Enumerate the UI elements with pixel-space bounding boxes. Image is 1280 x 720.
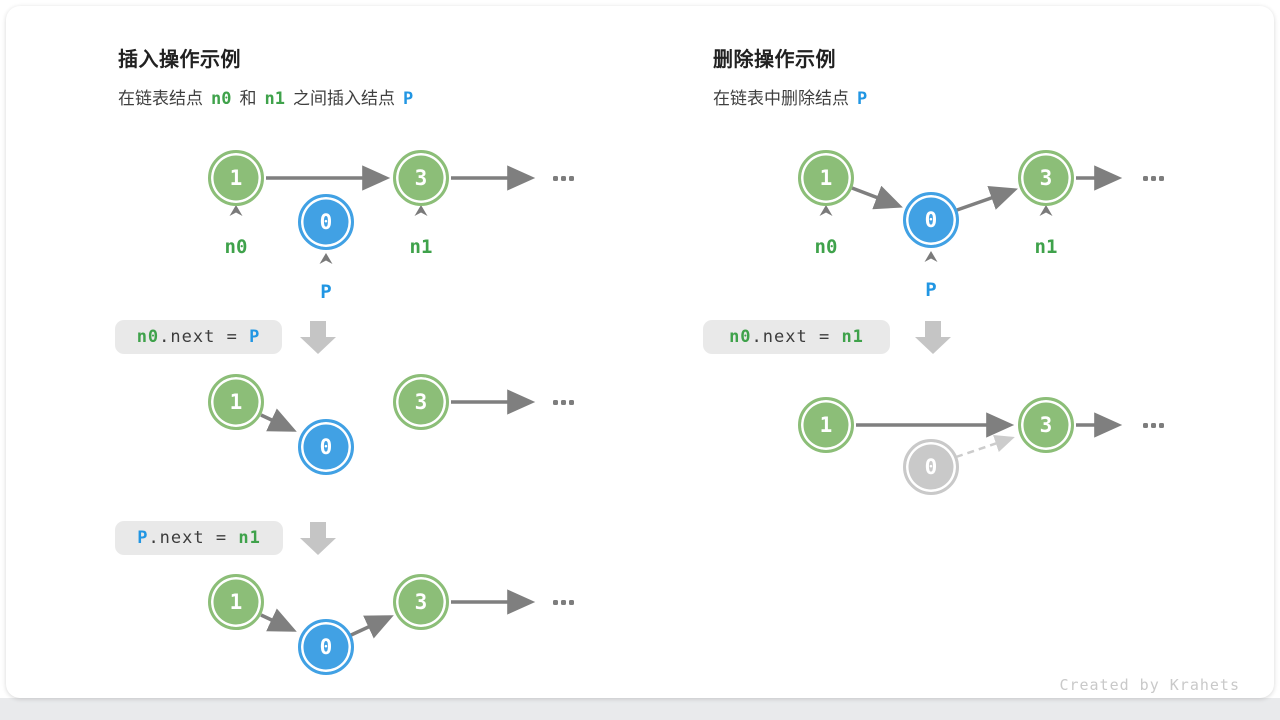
ellipsis-icon (553, 600, 574, 605)
subtitle-token-p: P (402, 89, 414, 109)
code-lhs: n0 (136, 327, 160, 347)
pointer-label-n1: n1 (1034, 236, 1058, 258)
code-lhs: n0 (729, 327, 752, 347)
delete-section-title: 删除操作示例 (713, 49, 836, 71)
pointer-label-n0: n0 (224, 236, 248, 258)
ellipsis-icon (553, 400, 574, 405)
ellipsis-icon (553, 176, 574, 181)
pointer-label-n0: n0 (814, 236, 838, 258)
list-node-3: 3 (393, 150, 449, 206)
code-mid: .next = (751, 327, 842, 347)
list-node-p-removed: 0 (903, 439, 959, 495)
code-rhs: n1 (841, 327, 864, 347)
watermark-credit: Created by Krahets (1059, 676, 1240, 694)
list-node-p: 0 (298, 619, 354, 675)
list-node-1: 1 (208, 374, 264, 430)
delete-section-subtitle: 在链表中删除结点 P (713, 84, 875, 109)
subtitle-token-n1: n1 (264, 89, 285, 109)
subtitle-text: 和 (239, 89, 257, 108)
subtitle-text: 之间插入结点 (292, 89, 395, 108)
page-background-strip (0, 698, 1280, 720)
subtitle-text: 在链表结点 (118, 89, 203, 108)
insert-section-subtitle: 在链表结点 n0 和 n1 之间插入结点 P (118, 84, 421, 109)
code-chip-n0-next-p: n0.next = P (115, 320, 282, 354)
code-chip-n0-next-n1: n0.next = n1 (703, 320, 890, 354)
subtitle-text: 在链表中删除结点 (713, 89, 849, 108)
insert-section-title: 插入操作示例 (118, 49, 241, 71)
list-node-p: 0 (298, 194, 354, 250)
code-mid: .next = (159, 327, 250, 347)
list-node-1: 1 (798, 150, 854, 206)
code-rhs: n1 (238, 528, 261, 548)
ellipsis-icon (1143, 176, 1164, 181)
code-mid: .next = (148, 528, 239, 548)
code-lhs: P (137, 528, 149, 548)
list-node-p: 0 (298, 419, 354, 475)
list-node-1: 1 (208, 150, 264, 206)
list-node-p: 0 (903, 192, 959, 248)
subtitle-token-p: P (857, 89, 868, 109)
pointer-label-p: P (925, 279, 937, 301)
list-node-3: 3 (1018, 150, 1074, 206)
code-chip-p-next-n1: P.next = n1 (115, 521, 283, 555)
code-rhs: P (249, 327, 261, 347)
list-node-1: 1 (208, 574, 264, 630)
subtitle-token-n0: n0 (211, 89, 232, 109)
list-node-1: 1 (798, 397, 854, 453)
ellipsis-icon (1143, 423, 1164, 428)
list-node-3: 3 (1018, 397, 1074, 453)
pointer-label-n1: n1 (409, 236, 433, 258)
pointer-label-p: P (320, 281, 332, 303)
list-node-3: 3 (393, 574, 449, 630)
list-node-3: 3 (393, 374, 449, 430)
